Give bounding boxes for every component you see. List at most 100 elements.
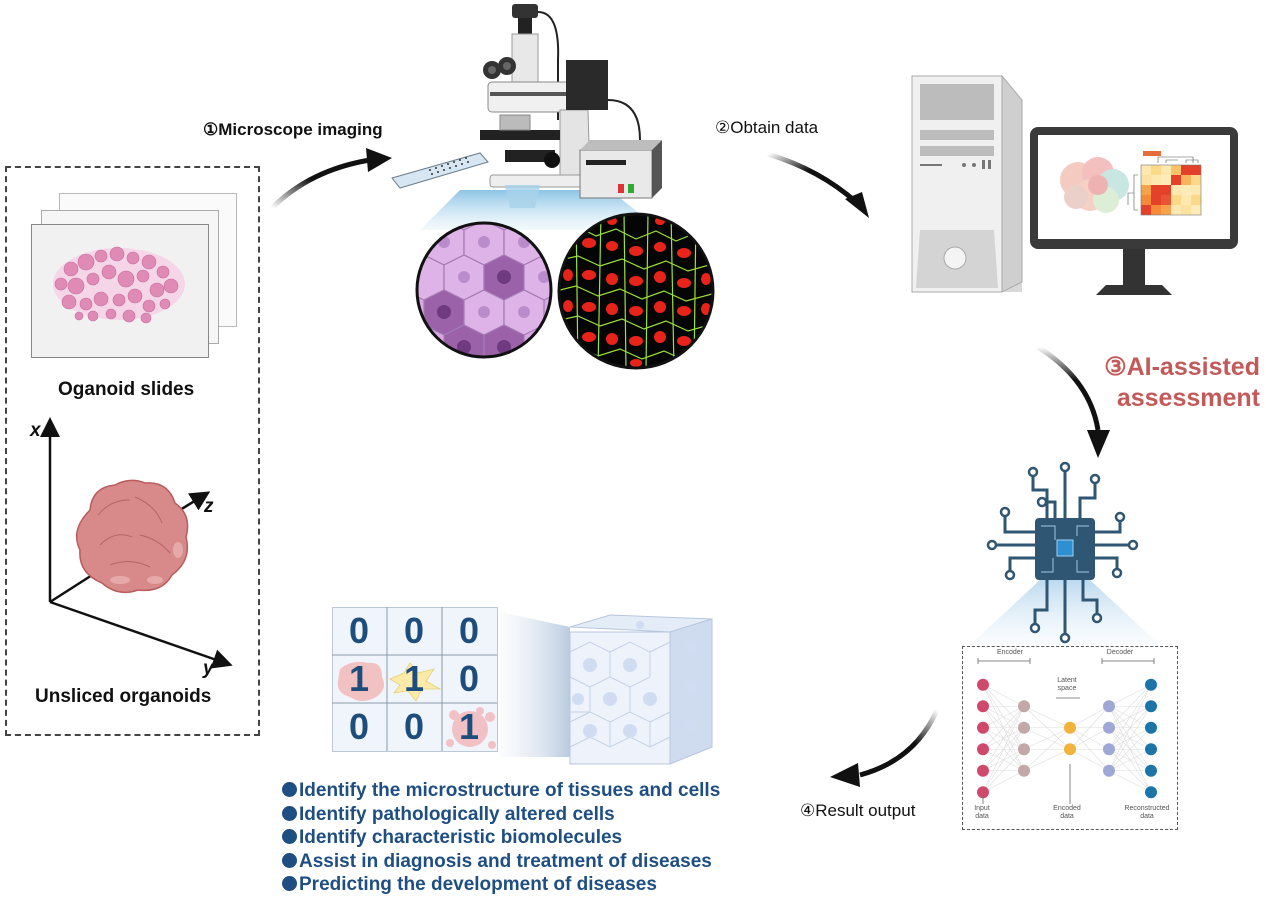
matrix-grid-lines — [332, 607, 497, 751]
network-edge — [1108, 727, 1152, 771]
decoder-bracket — [1101, 658, 1155, 664]
arrow-1 — [270, 157, 371, 210]
network-edge — [1069, 706, 1110, 750]
outcome-text: Identify pathologically altered cells — [299, 803, 615, 825]
network-node — [977, 764, 989, 777]
network-node — [1064, 721, 1076, 734]
outcome-text: Identify characteristic biomolecules — [299, 827, 623, 848]
network-node — [1018, 700, 1030, 713]
matrix-cell: 0 — [348, 609, 370, 651]
network-node — [1103, 721, 1115, 734]
matrix-cell: 1 — [458, 705, 480, 747]
network-edge — [982, 749, 1025, 793]
network-node — [1018, 764, 1030, 777]
network-edge — [1069, 705, 1110, 729]
network-node — [977, 678, 989, 691]
autoencoder-network — [977, 658, 1157, 804]
outcome-item: Predicting the development of diseases — [282, 873, 720, 897]
network-edge — [1108, 684, 1152, 707]
network-node — [1145, 786, 1157, 799]
outcome-text: Assist in diagnosis and treatment of dis… — [299, 850, 712, 872]
network-node — [1018, 743, 1030, 756]
monitor-icon — [1030, 127, 1238, 295]
input-data-label: Input data — [974, 805, 990, 820]
encoder-label: Encoder — [996, 649, 1024, 656]
network-edge — [1108, 684, 1152, 750]
network-edge — [1108, 706, 1152, 771]
matrix-cell: 1 — [403, 657, 425, 699]
network-node — [977, 786, 989, 799]
network-edge — [1108, 748, 1152, 772]
network-node — [977, 721, 989, 734]
axis-x-label: x — [30, 420, 41, 441]
encoded-data-label: Encoded data — [1053, 805, 1081, 820]
network-node — [1103, 743, 1115, 756]
network-edge — [1108, 684, 1152, 771]
organoid-panel — [5, 166, 260, 736]
matrix-cell: 0 — [458, 609, 480, 651]
network-edge — [1069, 748, 1110, 772]
network-node — [1103, 700, 1115, 713]
computer-tower-icon — [911, 74, 1023, 293]
outcome-text: Identify the microstructure of tissues a… — [299, 780, 721, 801]
network-edge — [1023, 705, 1071, 729]
decoder-label: Decoder — [1106, 649, 1134, 656]
network-edge — [1108, 770, 1152, 793]
step2-label: ②Obtain data — [715, 118, 819, 137]
network-edge — [982, 684, 1025, 707]
step3-line1: ③AI-assisted — [1104, 353, 1260, 381]
bullet-icon — [282, 852, 297, 868]
abnormal-cell-yellow — [389, 662, 442, 702]
bullet-icon — [282, 876, 297, 891]
network-node — [977, 700, 989, 713]
network-edge — [982, 706, 1025, 771]
unsliced-label: Unsliced organoids — [35, 686, 212, 707]
microscope-icon — [391, 4, 662, 230]
network-node — [977, 743, 989, 756]
fluorescence-view — [557, 212, 715, 370]
network-edge — [982, 706, 1025, 750]
arrow-4 — [859, 708, 940, 778]
network-node — [1018, 721, 1030, 734]
matrix-cell: 0 — [403, 609, 425, 651]
network-edge — [1108, 684, 1152, 728]
organoid-icon — [75, 479, 189, 594]
network-edge — [1023, 727, 1071, 750]
outcome-list: Identify the microstructure of tissues a… — [282, 779, 720, 897]
step3-line2: assessment — [1116, 384, 1260, 412]
network-node — [1145, 678, 1157, 691]
network-node — [1145, 721, 1157, 734]
matrix-cell: 0 — [458, 657, 480, 699]
outcome-item: Assist in diagnosis and treatment of dis… — [282, 850, 720, 874]
abnormal-cell-red — [337, 661, 384, 701]
outcome-item: Identify the microstructure of tissues a… — [282, 779, 720, 803]
encoder-bracket — [977, 658, 1031, 664]
network-node — [1103, 764, 1115, 777]
tissue-cube-icon — [500, 612, 713, 765]
outcome-text: Predicting the development of diseases — [299, 874, 657, 895]
ai-chip-icon — [970, 461, 1160, 645]
network-node — [1145, 743, 1157, 756]
abnormal-cell-cluster — [446, 707, 496, 749]
bullet-icon — [282, 782, 297, 797]
tissue-section-icon — [53, 246, 185, 324]
bullet-icon — [282, 829, 297, 844]
network-edge — [1023, 748, 1071, 772]
outcome-item: Identify pathologically altered cells — [282, 803, 720, 827]
slides-label: Oganoid slides — [58, 379, 195, 400]
matrix-cell: 0 — [348, 705, 370, 747]
network-edge — [1023, 727, 1071, 771]
network-edge — [982, 706, 1025, 793]
step3-label: ③AI-assisted assessment — [1104, 352, 1260, 414]
step1-label: ①Microscope imaging — [203, 120, 383, 139]
network-node — [1145, 700, 1157, 713]
matrix-cell: 1 — [348, 657, 370, 699]
latent-space-label: Latent space — [1057, 677, 1077, 692]
network-edge — [982, 705, 1025, 729]
matrix-cell: 0 — [403, 705, 425, 747]
he-stain-view — [415, 221, 553, 359]
axis-y-label: y — [203, 658, 214, 679]
network-edge — [982, 727, 1025, 793]
